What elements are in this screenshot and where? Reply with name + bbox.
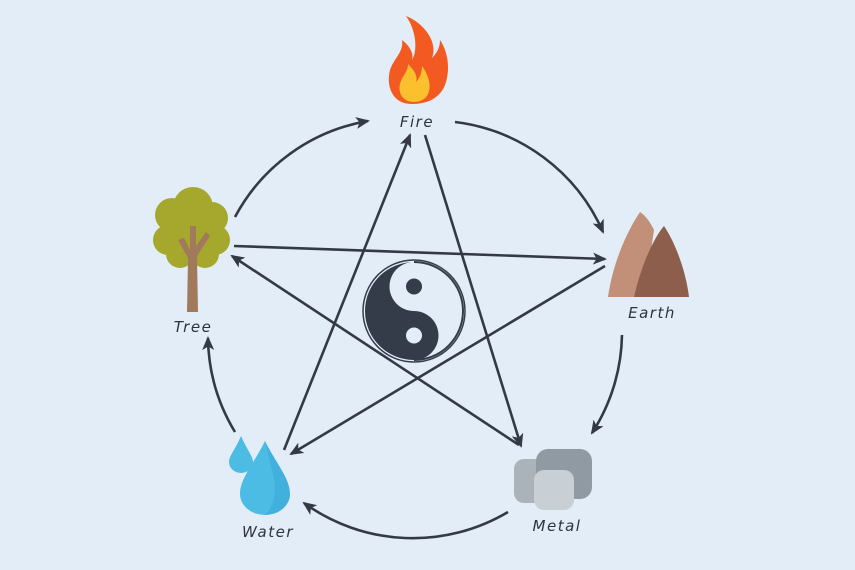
arrow-fire-to-earth xyxy=(454,120,605,234)
arrow-earth-to-metal xyxy=(590,334,624,435)
metal-ingots-icon xyxy=(514,449,592,510)
arrow-metal-to-tree xyxy=(230,254,520,447)
tree-label: Tree xyxy=(174,318,213,336)
fire-icon xyxy=(388,16,448,104)
earth-mountain-icon xyxy=(608,212,689,297)
arrow-earth-to-water xyxy=(289,264,606,456)
arrow-tree-to-earth xyxy=(233,244,607,265)
yin-yang-icon xyxy=(362,259,466,363)
earth-label: Earth xyxy=(628,304,676,322)
fire-label: Fire xyxy=(400,113,434,131)
cycle-arrows xyxy=(202,117,624,540)
water-drops-icon xyxy=(229,436,290,515)
water-label: Water xyxy=(242,523,294,541)
star-arrows xyxy=(230,133,607,456)
arrow-water-to-tree xyxy=(202,336,237,433)
arrow-fire-to-metal xyxy=(423,134,524,448)
metal-label: Metal xyxy=(533,517,582,535)
arrow-metal-to-water xyxy=(302,501,509,540)
arrow-tree-to-fire xyxy=(233,117,370,218)
tree-icon xyxy=(153,187,230,312)
arrow-water-to-fire xyxy=(282,133,412,451)
